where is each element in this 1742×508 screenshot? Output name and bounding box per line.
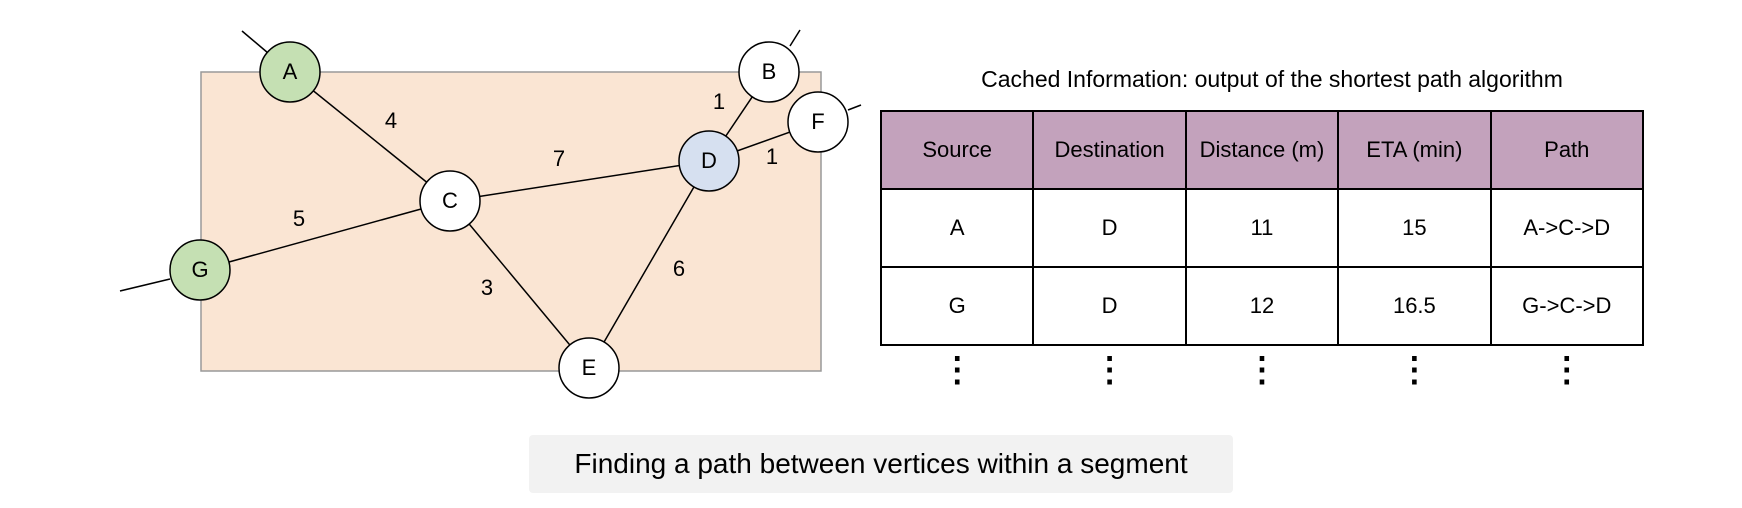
vertex-A: A bbox=[259, 41, 321, 103]
cell-path: A->C->D bbox=[1489, 188, 1645, 268]
cell-distance: 12 bbox=[1184, 266, 1340, 346]
vertex-label: D bbox=[701, 148, 717, 173]
edge-A-C bbox=[289, 71, 451, 202]
edge-G-C bbox=[199, 200, 451, 271]
edge-weight-label: 3 bbox=[481, 275, 493, 300]
edge-weights: 4 7 5 3 6 1 1 bbox=[293, 89, 778, 300]
edge-C-D bbox=[449, 160, 710, 202]
edge-C-E bbox=[449, 200, 590, 369]
segment-area bbox=[200, 71, 822, 372]
vertex-circle bbox=[558, 337, 620, 399]
vertex-label: A bbox=[283, 59, 298, 84]
cell-distance: 11 bbox=[1184, 188, 1340, 268]
vertex-circle bbox=[419, 170, 481, 232]
vertical-ellipsis: ⋮ bbox=[940, 351, 975, 389]
edge-E-D bbox=[588, 160, 710, 369]
road-graph-diagram: 4 7 5 3 6 1 1 A B F D C G E bbox=[119, 29, 862, 399]
cell-source: G bbox=[879, 266, 1035, 346]
cell-destination: D bbox=[1032, 188, 1187, 268]
vertex-circle bbox=[678, 130, 740, 192]
vertical-ellipsis: ⋮ bbox=[1244, 351, 1279, 389]
cell-eta: 15 bbox=[1337, 188, 1492, 268]
column-header-distance: Distance (m) bbox=[1184, 110, 1340, 190]
vertex-B: B bbox=[738, 41, 800, 103]
stub-line bbox=[241, 30, 269, 54]
column-header-path: Path bbox=[1489, 110, 1645, 190]
table-row: A D 11 15 A->C->D bbox=[879, 188, 1645, 268]
vertex-F: F bbox=[787, 91, 849, 153]
cached-paths-table: Source Destination Distance (m) ETA (min… bbox=[879, 110, 1645, 394]
vertex-circle bbox=[259, 41, 321, 103]
edge-weight-label: 1 bbox=[766, 144, 778, 169]
vertex-label: F bbox=[811, 109, 824, 134]
edge-weight-label: 6 bbox=[673, 256, 685, 281]
cell-destination: D bbox=[1032, 266, 1187, 346]
vertex-C: C bbox=[419, 170, 481, 232]
vertical-ellipsis: ⋮ bbox=[1397, 351, 1432, 389]
vertical-ellipsis: ⋮ bbox=[1549, 351, 1584, 389]
figure-caption: Finding a path between vertices within a… bbox=[529, 435, 1233, 493]
edge-weight-label: 7 bbox=[553, 146, 565, 171]
edge-weight-label: 5 bbox=[293, 206, 305, 231]
vertices: A B F D C G E bbox=[169, 41, 849, 399]
column-header-eta: ETA (min) bbox=[1337, 110, 1492, 190]
table-row: G D 12 16.5 G->C->D bbox=[879, 266, 1645, 346]
column-header-destination: Destination bbox=[1032, 110, 1187, 190]
edge-weight-label: 1 bbox=[713, 89, 725, 114]
cell-path: G->C->D bbox=[1489, 266, 1645, 346]
vertex-E: E bbox=[558, 337, 620, 399]
edge-weight-label: 4 bbox=[385, 108, 397, 133]
vertex-label: B bbox=[762, 59, 777, 84]
cache-table-title: Cached Information: output of the shorte… bbox=[981, 66, 1563, 92]
stub-line bbox=[847, 104, 862, 111]
cell-source: A bbox=[879, 188, 1035, 268]
vertex-circle bbox=[738, 41, 800, 103]
external-road-stubs bbox=[119, 29, 862, 292]
table-header-row: Source Destination Distance (m) ETA (min… bbox=[879, 110, 1645, 190]
stub-line bbox=[789, 29, 801, 47]
table-row-continuation: ⋮ ⋮ ⋮ ⋮ ⋮ bbox=[881, 345, 1643, 394]
vertex-D: D bbox=[678, 130, 740, 192]
vertex-circle bbox=[169, 239, 231, 301]
vertex-label: C bbox=[442, 188, 458, 213]
stub-line bbox=[119, 278, 171, 292]
vertical-ellipsis: ⋮ bbox=[1092, 351, 1127, 389]
column-header-source: Source bbox=[879, 110, 1035, 190]
vertex-label: E bbox=[582, 355, 597, 380]
vertex-circle bbox=[787, 91, 849, 153]
vertex-label: G bbox=[191, 257, 208, 282]
vertex-G: G bbox=[169, 239, 231, 301]
cell-eta: 16.5 bbox=[1337, 266, 1492, 346]
